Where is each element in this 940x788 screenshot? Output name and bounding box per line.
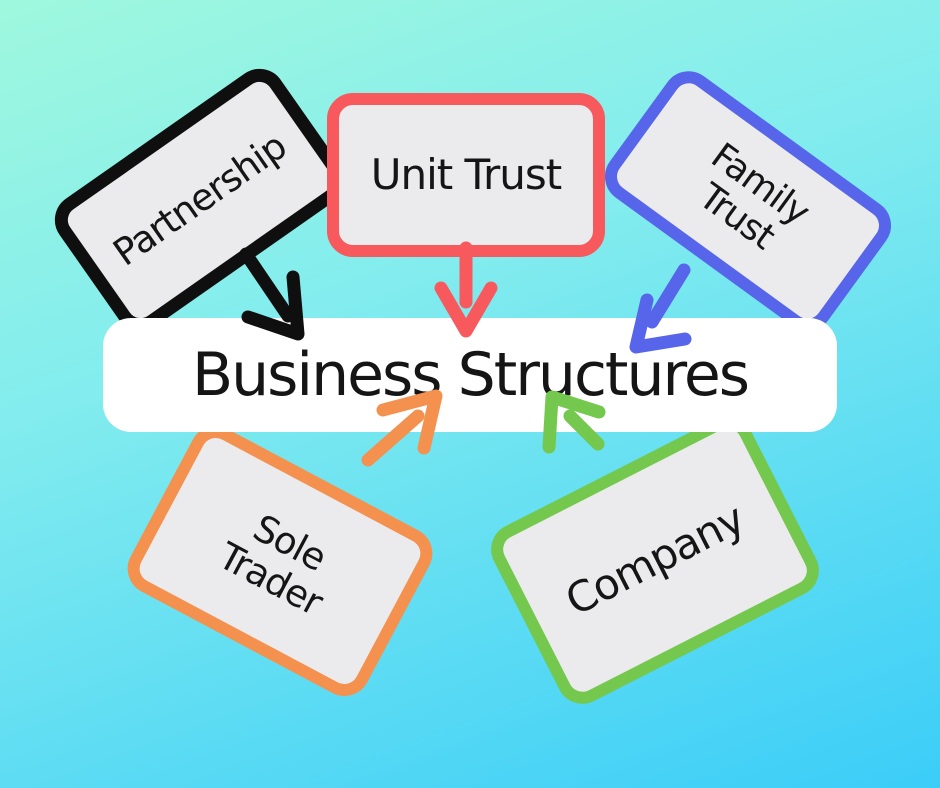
node-family-trust: Family Trust (594, 60, 902, 342)
center-banner: Business Structures (103, 318, 837, 432)
node-company-label: Company (557, 494, 753, 626)
node-unit-trust: Unit Trust (327, 93, 605, 257)
node-sole-trader: Sole Trader (118, 416, 442, 706)
node-company: Company (482, 407, 828, 713)
banner-title: Business Structures (191, 340, 750, 410)
node-partnership: Partnership (44, 58, 356, 342)
node-partnership-label: Partnership (105, 124, 295, 275)
node-unit-trust-label: Unit Trust (370, 150, 563, 200)
node-family-trust-label: Family Trust (691, 135, 817, 258)
node-sole-trader-label: Sole Trader (211, 505, 334, 625)
